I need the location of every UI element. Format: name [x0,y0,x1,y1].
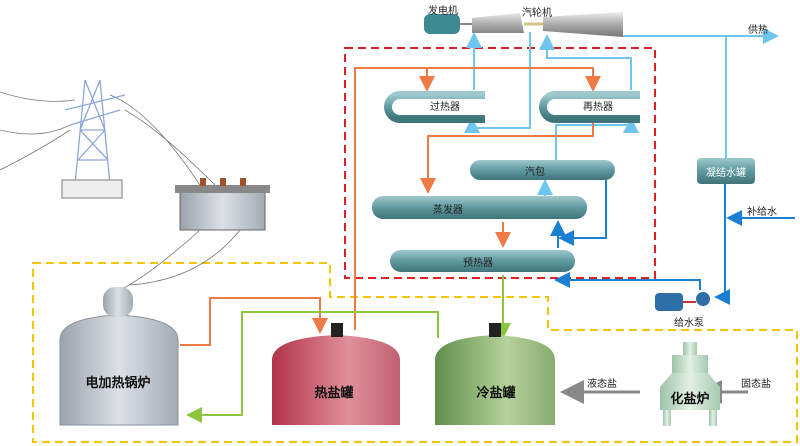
generator-label: 发电机 [428,6,458,17]
feed-pump-icon [655,292,710,311]
preheater-icon [390,250,575,272]
reheater-icon [539,91,640,123]
generator-icon [424,14,460,34]
cold-salt-tank-icon [435,323,555,425]
hot-salt-tank-label: 热盐罐 [314,386,354,401]
evaporator-icon [372,196,587,219]
steam-generation-boundary [344,47,656,279]
preheater-label: 预热器 [463,258,493,269]
liquid-salt-label: 液态盐 [587,379,617,390]
salt-melter-label: 化盐炉 [670,392,710,407]
power-pylon-icon [0,79,216,199]
evaporator-label: 蒸发器 [433,205,463,216]
hot-salt-tank-icon [272,323,400,425]
turbine-label: 汽轮机 [522,8,552,19]
electric-boiler-icon [59,287,179,426]
heat-supply-label: 供热 [748,25,768,36]
makeup-water-label: 补给水 [747,207,777,218]
feed-pump-label: 给水泵 [674,318,704,329]
transformer-icon [119,178,270,291]
superheater-label: 过热器 [430,102,460,113]
electric-boiler-label: 电加热锅炉 [85,376,151,391]
condensate-tank-icon [697,158,755,184]
drum-icon [470,160,615,180]
solid-salt-label: 固态盐 [741,379,771,390]
turbine-icon [472,12,623,37]
salt-melter-icon [660,342,720,426]
drum-label: 汽包 [525,167,545,178]
superheater-icon [384,91,485,123]
reheater-label: 再热器 [583,102,613,113]
condensate-tank-label: 凝结水罐 [706,168,746,179]
cold-salt-tank-label: 冷盐罐 [476,386,516,401]
